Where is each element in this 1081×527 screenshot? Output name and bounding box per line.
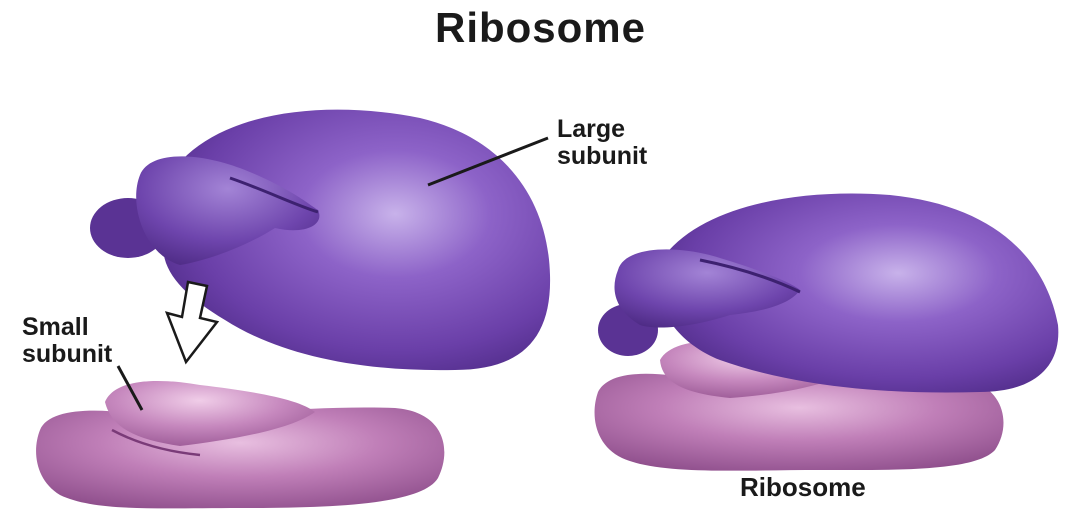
label-small-subunit: Small subunit (22, 314, 112, 368)
small-subunit-left (36, 381, 444, 508)
label-small-line1: Small (22, 314, 112, 341)
label-large-line1: Large (557, 116, 647, 143)
diagram-title: Ribosome (0, 4, 1081, 52)
large-subunit-left (90, 110, 550, 370)
label-small-line2: subunit (22, 341, 112, 368)
label-large-line2: subunit (557, 143, 647, 170)
label-ribosome: Ribosome (740, 474, 866, 501)
label-large-subunit: Large subunit (557, 116, 647, 170)
